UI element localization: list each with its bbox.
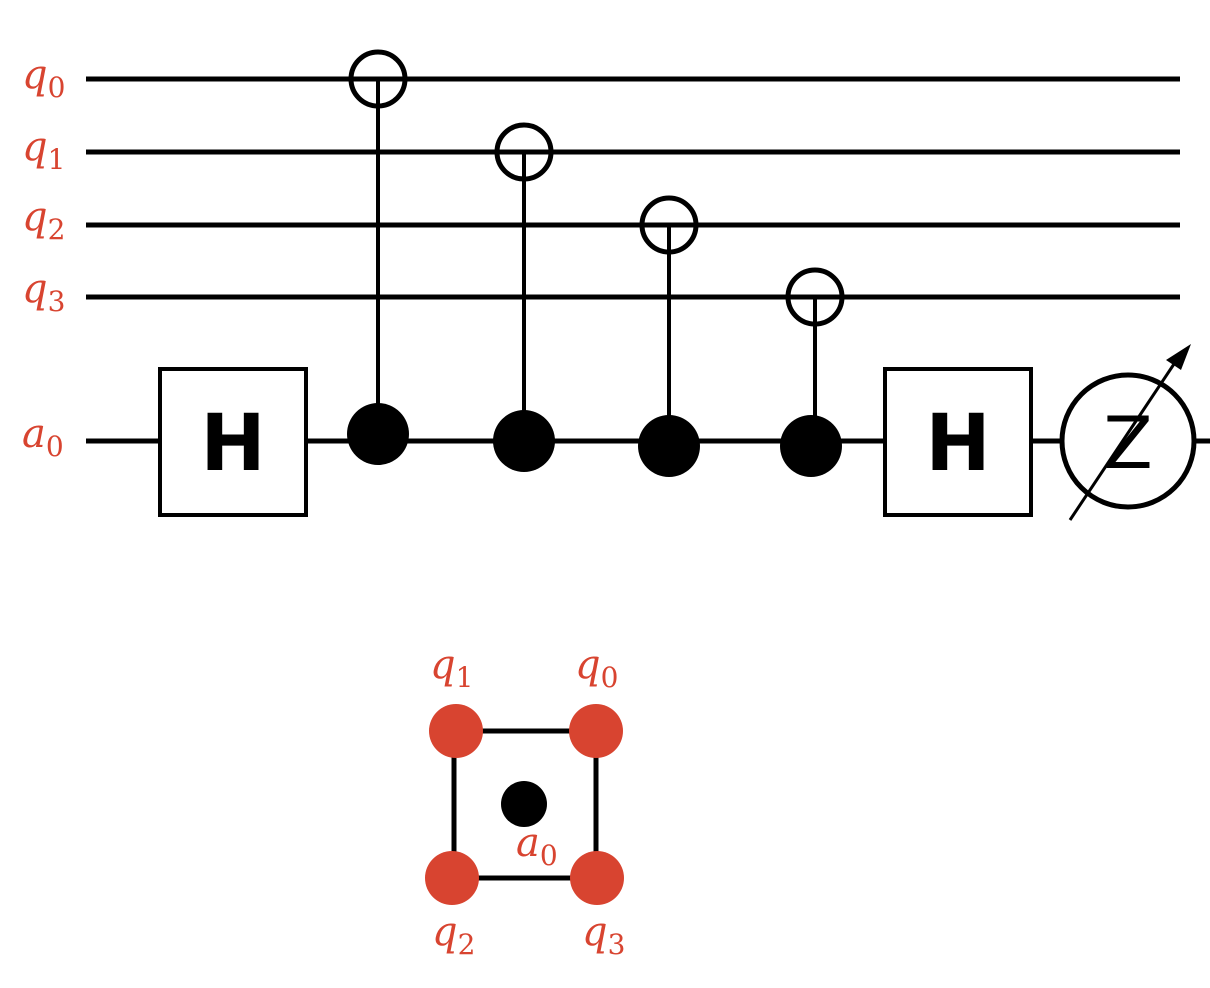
node-label-q0: q0 xyxy=(575,642,618,694)
plaquette-layout: q1 q0 q2 q3 a0 xyxy=(425,642,625,961)
wire-label-a0: a0 xyxy=(22,411,64,463)
wire-label-q3: q3 xyxy=(22,266,65,318)
qubit-node-q3 xyxy=(570,851,624,905)
target-circle-q0 xyxy=(348,49,408,109)
node-label-q1: q1 xyxy=(430,642,473,694)
target-circle-q3 xyxy=(785,267,845,327)
control-dot-1 xyxy=(347,403,409,465)
control-dot-4 xyxy=(780,415,842,477)
wire-label-q2: q2 xyxy=(22,194,65,246)
hadamard-label-2: H xyxy=(925,399,990,489)
wire-label-q0: q0 xyxy=(22,52,65,104)
wire-label-q1: q1 xyxy=(22,124,65,176)
z-measurement: Z xyxy=(1059,344,1197,521)
control-dot-2 xyxy=(493,410,555,472)
meter-arrow-head xyxy=(1166,344,1191,370)
cnot-gate-q1 xyxy=(493,122,555,472)
node-label-q3: q3 xyxy=(582,909,625,961)
meter-arrow xyxy=(1068,357,1180,521)
node-label-a0: a0 xyxy=(516,820,558,872)
ancilla-node-a0 xyxy=(501,781,547,827)
measure-label: Z xyxy=(1103,401,1152,485)
qubit-node-q1 xyxy=(429,704,483,758)
cnot-gate-q0 xyxy=(347,49,409,465)
quantum-circuit: q0 q1 q2 q3 a0 H xyxy=(22,49,1210,521)
target-circle-q2 xyxy=(639,195,699,255)
cnot-gate-q2 xyxy=(638,195,700,477)
hadamard-label-1: H xyxy=(200,399,265,489)
hadamard-gate-2: H xyxy=(883,367,1033,517)
node-label-q2: q2 xyxy=(432,909,475,961)
qubit-node-q2 xyxy=(425,851,479,905)
target-circle-q1 xyxy=(494,122,554,182)
cnot-gate-q3 xyxy=(780,267,845,477)
hadamard-gate-1: H xyxy=(158,367,308,517)
qubit-node-q0 xyxy=(569,704,623,758)
control-dot-3 xyxy=(638,415,700,477)
